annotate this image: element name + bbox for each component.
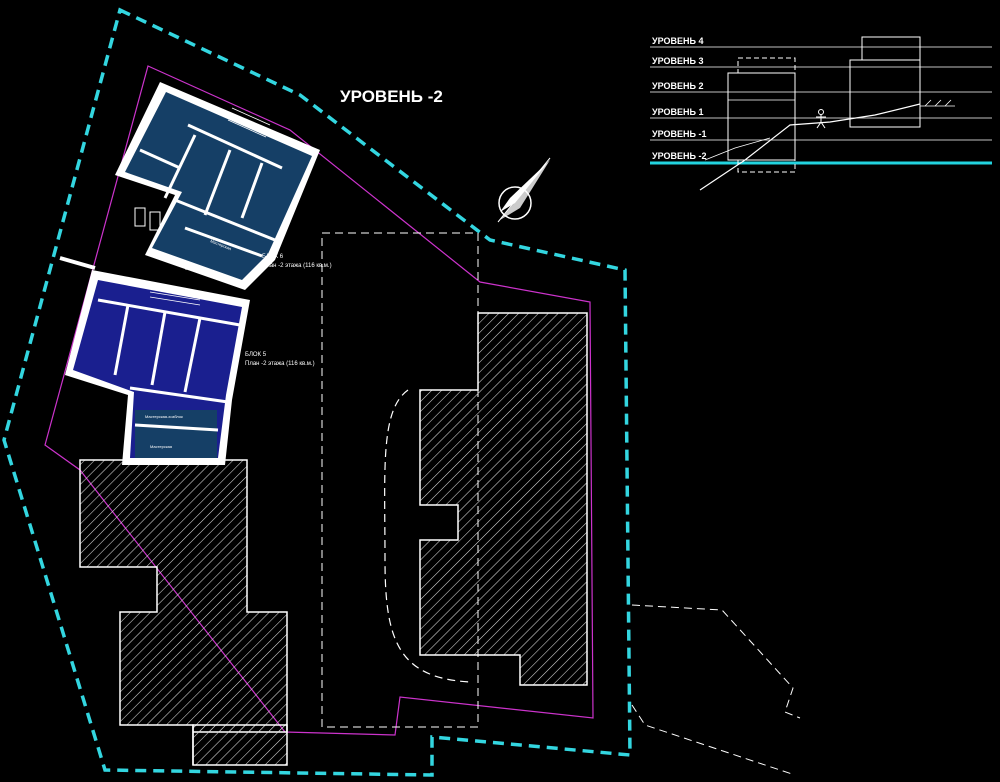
person-figure-icon	[816, 109, 826, 129]
dashed-path-right	[631, 604, 801, 719]
block-5-title: БЛОК 5	[245, 352, 267, 358]
svg-text:Мастерская: Мастерская	[150, 444, 172, 449]
level-label-1: УРОВЕНЬ 1	[652, 107, 703, 117]
level-title: УРОВЕНЬ -2	[340, 87, 443, 106]
block-6-interior	[125, 92, 312, 280]
svg-text:Мастерская: Мастерская	[185, 266, 207, 271]
dashed-envelope	[321, 232, 479, 728]
block-6-plan: Мастерская Мастерская	[115, 82, 320, 290]
dashed-path-bottom	[631, 704, 796, 776]
block-6-title: БЛОК 6	[262, 254, 284, 260]
level-label-4: УРОВЕНЬ 4	[652, 36, 703, 46]
hatched-building-left-tail	[192, 724, 288, 766]
site-boundary	[2, 7, 632, 777]
block-5-plan: Мастерская-хозблок Мастерская	[59, 256, 250, 465]
level-label-2: УРОВЕНЬ 2	[652, 81, 703, 91]
level-label-3: УРОВЕНЬ 3	[652, 56, 703, 66]
section-diagram: УРОВЕНЬ 4 УРОВЕНЬ 3 УРОВЕНЬ 2 УРОВЕНЬ 1 …	[650, 36, 992, 191]
hatched-building-right	[419, 312, 588, 686]
level-label-minus-1: УРОВЕНЬ -1	[652, 129, 706, 139]
property-line	[44, 65, 594, 736]
block-6-subtitle: План -2 этажа (116 кв.м.)	[262, 263, 332, 269]
svg-text:Мастерская-хозблок: Мастерская-хозблок	[145, 414, 183, 419]
driveway-curve	[384, 389, 471, 683]
level-label-minus-2: УРОВЕНЬ -2	[652, 151, 706, 161]
hatched-building-left	[79, 459, 288, 765]
north-arrow-icon	[497, 157, 551, 223]
block-5-subtitle: План -2 этажа (116 кв.м.)	[245, 361, 315, 367]
